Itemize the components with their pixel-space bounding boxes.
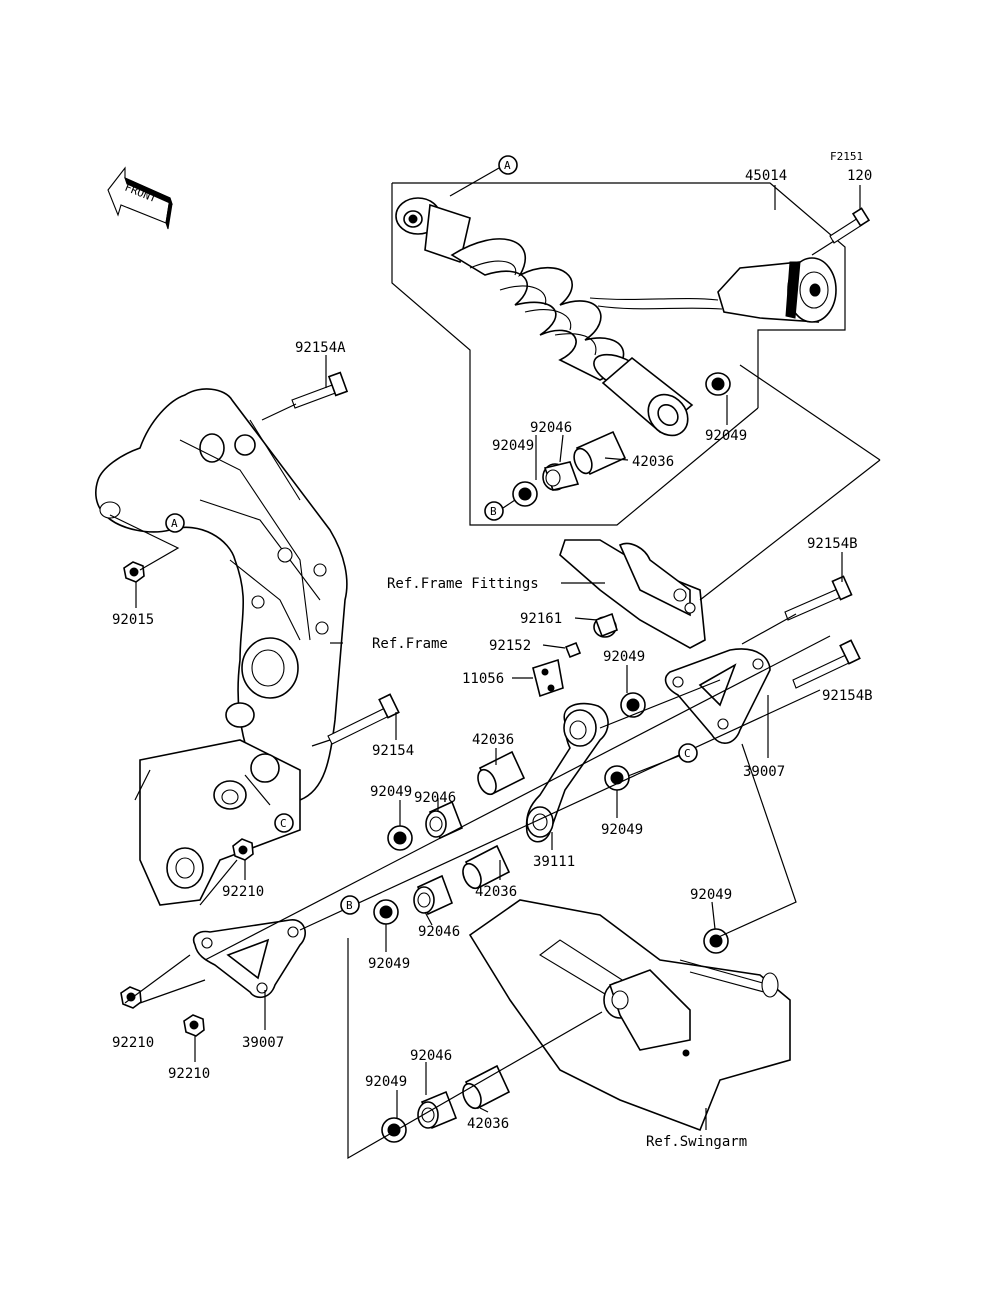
ref-c-link-label: C <box>684 747 691 760</box>
bolt-92154B-mid <box>792 639 861 689</box>
ref-circle-b-mid: B <box>340 895 360 915</box>
front-direction-arrow: FRONT <box>107 166 173 230</box>
label-39007-right: 39007 <box>743 764 785 780</box>
washer-92049-shock-right <box>705 372 731 396</box>
bracket-11056 <box>532 658 564 698</box>
washer-92049-mid-left <box>387 825 413 851</box>
label-92049-low: 92049 <box>368 956 410 972</box>
collar-92152 <box>564 641 582 659</box>
label-92049-mid-left: 92049 <box>370 784 412 800</box>
shock-group-outline <box>391 182 846 526</box>
tie-rod-39007-right <box>664 648 771 744</box>
label-92046-bottom: 92046 <box>410 1048 452 1064</box>
nut-92210-left <box>120 986 142 1009</box>
washer-92049-top-left <box>512 481 538 507</box>
ref-circle-b-top: B <box>484 499 516 521</box>
bolt-92154A <box>291 371 349 409</box>
label-ref-frame-fittings: Ref.Frame Fittings <box>387 576 539 592</box>
washer-92049-low <box>373 899 399 925</box>
bearing-92046-top <box>542 461 580 491</box>
spacer-42036-mid <box>477 750 526 796</box>
washer-92049-bottom <box>381 1117 407 1143</box>
part-labels: 120 45014 92154A 92015 92046 92049 92049… <box>112 168 873 1150</box>
washer-92049-c <box>604 765 630 791</box>
label-39111: 39111 <box>533 854 575 870</box>
label-92210-left: 92210 <box>112 1035 154 1051</box>
label-ref-frame: Ref.Frame <box>372 636 448 652</box>
spacer-42036-top <box>573 430 627 476</box>
diagram-code: F2151 <box>830 150 863 163</box>
label-92049-top-left: 92049 <box>492 438 534 454</box>
bolt-120 <box>811 207 871 256</box>
label-11056: 11056 <box>462 671 504 687</box>
rear-shock-absorber <box>395 197 837 437</box>
label-92154A: 92154A <box>295 340 346 356</box>
label-92210-bottom: 92210 <box>168 1066 210 1082</box>
collar-92161 <box>593 612 618 638</box>
label-92049-right-low: 92049 <box>690 887 732 903</box>
ref-circle-c-frame: C <box>274 813 294 833</box>
ref-a-top-label: A <box>504 159 511 172</box>
label-92154B-mid: 92154B <box>822 688 873 704</box>
label-92049-top-right: 92049 <box>705 428 747 444</box>
label-92161: 92161 <box>520 611 562 627</box>
swingarm-section <box>468 899 791 1132</box>
assembly-lines <box>109 364 881 1160</box>
label-92152: 92152 <box>489 638 531 654</box>
label-92049-link: 92049 <box>603 649 645 665</box>
washer-92049-right-low <box>703 928 729 954</box>
label-ref-swingarm: Ref.Swingarm <box>646 1134 747 1150</box>
nut-92015 <box>123 561 145 583</box>
label-39007-left: 39007 <box>242 1035 284 1051</box>
label-92046-top: 92046 <box>530 420 572 436</box>
nut-92210-center <box>232 838 254 861</box>
ref-c-frame-label: C <box>280 817 287 830</box>
label-42036-mid: 42036 <box>472 732 514 748</box>
frame-section <box>95 388 348 906</box>
nut-92210-bottom <box>183 1014 205 1037</box>
ref-b-mid-label: B <box>346 899 353 912</box>
bolt-92154 <box>327 693 400 745</box>
spacer-42036-bottom <box>462 1064 511 1110</box>
ref-circle-c-link: C <box>627 743 698 777</box>
label-92210-center: 92210 <box>222 884 264 900</box>
frame-fittings <box>559 539 706 649</box>
bearing-92046-mid <box>425 800 464 840</box>
label-92049-bottom: 92049 <box>365 1074 407 1090</box>
label-92154B-top: 92154B <box>807 536 858 552</box>
label-92046-mid: 92046 <box>414 790 456 806</box>
label-42036-low: 42036 <box>475 884 517 900</box>
label-42036-top: 42036 <box>632 454 674 470</box>
label-92015: 92015 <box>112 612 154 628</box>
washer-92049-link <box>620 692 646 718</box>
label-42036-bottom: 42036 <box>467 1116 509 1132</box>
ref-circle-a-frame: A <box>165 513 185 533</box>
ref-b-top-label: B <box>490 505 497 518</box>
label-45014: 45014 <box>745 168 787 184</box>
bearing-92046-bottom <box>417 1090 458 1130</box>
bearing-92046-low <box>413 874 454 916</box>
ref-circle-a-top: A <box>449 155 518 197</box>
label-92049-c: 92049 <box>601 822 643 838</box>
label-120: 120 <box>847 168 872 184</box>
spacer-42036-low <box>462 844 511 890</box>
leader-lines <box>124 185 861 1130</box>
label-92046-low: 92046 <box>418 924 460 940</box>
label-92154: 92154 <box>372 743 414 759</box>
bolt-92154B-top <box>784 575 853 621</box>
ref-a-frame-label: A <box>171 517 178 530</box>
tie-rod-39007-left <box>192 919 306 999</box>
